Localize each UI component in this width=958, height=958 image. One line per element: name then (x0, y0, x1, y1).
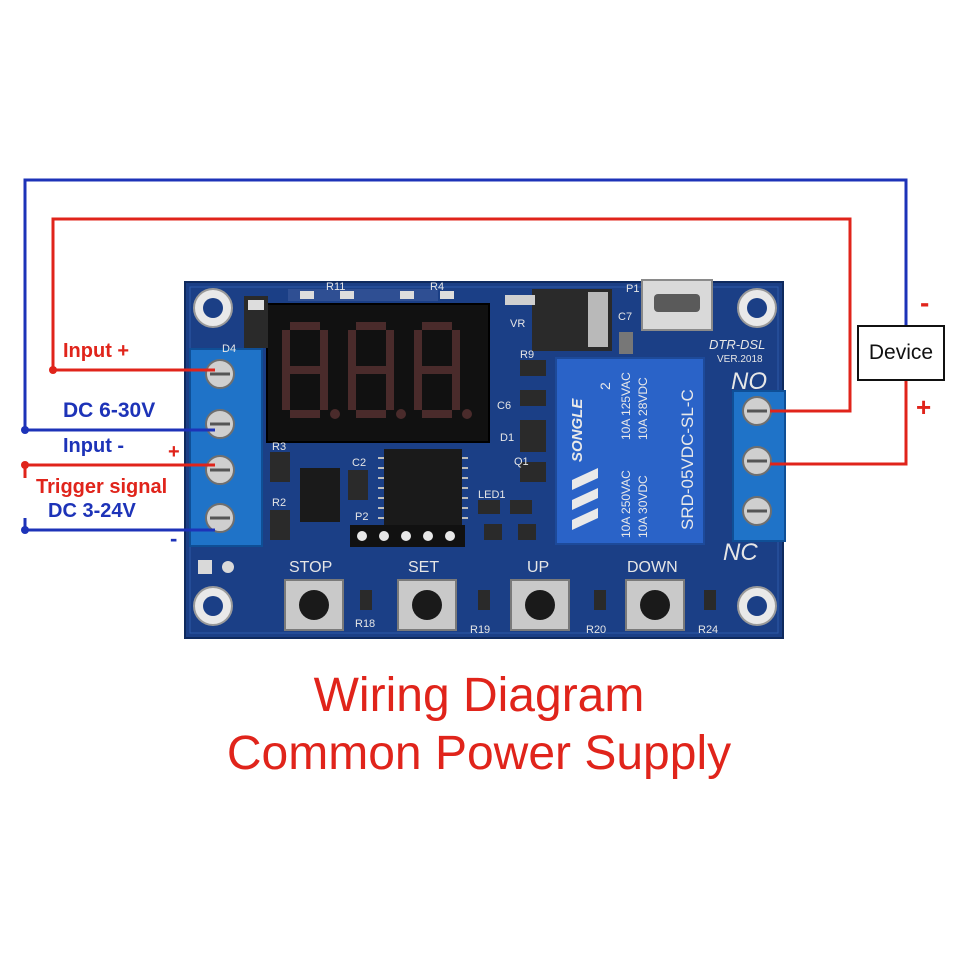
silk-c2: C2 (352, 457, 366, 469)
silk-r20: R20 (586, 624, 606, 636)
relay-rating-4: 10A 28VDC (636, 377, 650, 440)
silk-r9: R9 (520, 349, 534, 361)
display-segment (348, 370, 356, 410)
display-segment (290, 322, 320, 330)
relay-nc-label: NC (723, 539, 758, 566)
wire-red-device-plus (770, 381, 908, 466)
display-decimal-point (462, 409, 472, 419)
silk-p1: P1 (626, 283, 639, 295)
silk-r18: R18 (355, 618, 375, 630)
input-plus-label: Input + (63, 340, 130, 362)
mounting-hole (193, 288, 777, 626)
display-segment (282, 370, 290, 410)
display-segment (386, 330, 394, 370)
silk-c6: C6 (497, 400, 511, 412)
input-minus-label: Input - (63, 435, 125, 457)
display-segment (452, 370, 460, 410)
svg-text:2: 2 (597, 382, 613, 390)
display-digits (282, 322, 472, 419)
display-segment (320, 370, 328, 410)
diagram-title-line2: Common Power Supply (226, 727, 732, 780)
up-button[interactable] (510, 579, 570, 631)
silk-c7: C7 (618, 311, 632, 323)
device-box: Device (857, 325, 945, 381)
relay-brand: SONGLE (569, 398, 586, 462)
relay-rating-3: 10A 30VDC (636, 475, 650, 538)
stop-button-label: STOP (289, 559, 332, 576)
silk-r11: R11 (326, 281, 345, 293)
display-segment (356, 410, 386, 418)
trigger-minus-label: - (170, 526, 178, 551)
display-segment (414, 370, 422, 410)
display-segment (422, 366, 452, 374)
display-segment (290, 410, 320, 418)
set-button[interactable] (397, 579, 457, 631)
dc-trigger-label: DC 3-24V (48, 500, 136, 522)
diagram-title-line1: Wiring Diagram (313, 669, 645, 722)
dc-power-label: DC 6-30V (63, 399, 156, 422)
stop-button[interactable] (284, 579, 344, 631)
display-segment (356, 366, 386, 374)
display-segment (386, 370, 394, 410)
display-segment (414, 330, 422, 370)
set-button-label: SET (408, 559, 439, 576)
display-decimal-point (396, 409, 406, 419)
terminal-screw (742, 396, 772, 526)
silk-q1: Q1 (514, 456, 529, 468)
display-segment (422, 410, 452, 418)
microcontroller-chip (384, 449, 462, 533)
relay-rating-2: 10A 125VAC (619, 372, 633, 440)
up-button-label: UP (527, 559, 549, 576)
down-button-label: DOWN (627, 559, 678, 576)
trigger-signal-label: Trigger signal (36, 476, 168, 498)
display-segment (282, 330, 290, 370)
terminal-screw (205, 359, 235, 533)
device-minus-label: - (920, 287, 930, 318)
display-segment (422, 322, 452, 330)
silk-p2: P2 (355, 511, 368, 523)
relay-rating-1: 10A 250VAC (619, 470, 633, 538)
display-segment (356, 322, 386, 330)
silk-d1: D1 (500, 432, 514, 444)
wire-red-input-plus (51, 217, 852, 413)
display-segment (320, 330, 328, 370)
silk-led1: LED1 (478, 489, 506, 501)
display-segment (348, 330, 356, 370)
silk-r24: R24 (698, 624, 718, 636)
wire-blue-power (23, 178, 908, 430)
silk-r4: R4 (430, 281, 444, 293)
silk-d4: D4 (222, 343, 236, 355)
display-decimal-point (330, 409, 340, 419)
board-version: VER.2018 (717, 354, 763, 365)
down-button[interactable] (625, 579, 685, 631)
silk-r3: R3 (272, 441, 286, 453)
display-segment (290, 366, 320, 374)
relay-no-label: NO (731, 368, 767, 395)
device-plus-label: + (916, 392, 932, 422)
display-segment (452, 330, 460, 370)
relay-model: SRD-05VDC-SL-C (678, 389, 697, 530)
silk-r2: R2 (272, 497, 286, 509)
relay (555, 357, 705, 545)
trigger-plus-label: + (168, 441, 180, 463)
relay-logo (572, 468, 598, 530)
board-model: DTR-DSL (709, 337, 765, 352)
silk-r19: R19 (470, 624, 490, 636)
silk-vr: VR (510, 318, 525, 330)
